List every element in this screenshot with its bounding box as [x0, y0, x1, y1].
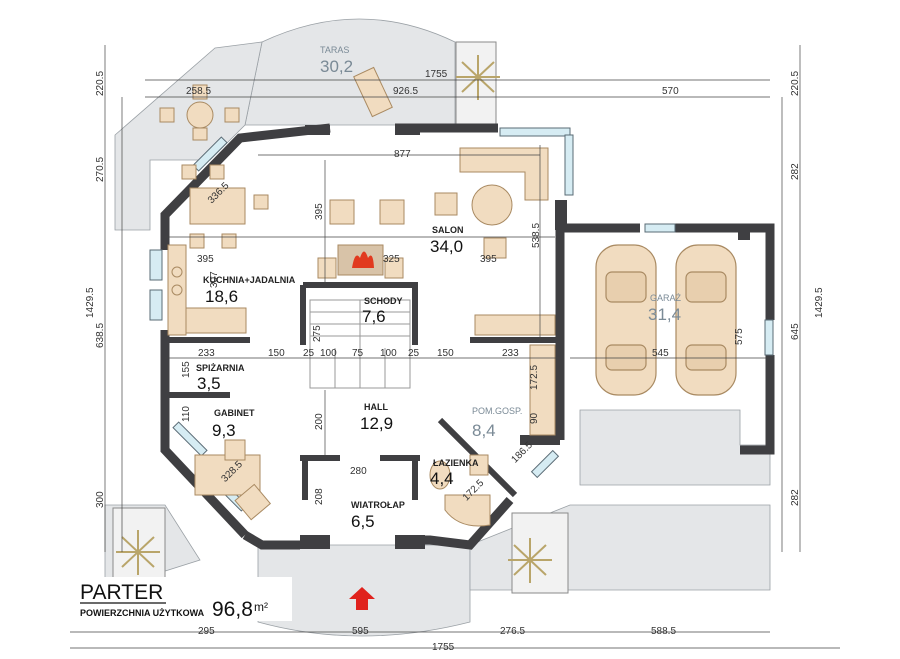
dim-label: 575: [734, 328, 745, 345]
dim-label: 276.5: [500, 626, 525, 637]
dim-label: 538.5: [531, 223, 542, 248]
dim-label: 645: [790, 323, 801, 340]
room-name-lazienka: ŁAZIENKA: [433, 458, 479, 468]
dim-label: 545: [652, 348, 669, 359]
room-area-lazienka: 4,4: [430, 469, 454, 488]
dim-label: 233: [198, 348, 215, 359]
dim-label: 270.5: [95, 157, 106, 182]
dim-label: 172.5: [529, 365, 540, 390]
entrance-arrow-icon: [349, 587, 375, 610]
usable-area-unit: m²: [254, 600, 268, 614]
wall-blocks: [300, 125, 750, 549]
dim-label: 638.5: [95, 323, 106, 348]
fireplace-flame-icon: [352, 251, 374, 268]
room-name-pomgosp: POM.GOSP.: [472, 406, 522, 416]
dim-label: 75: [352, 348, 364, 359]
dim-label: 307: [209, 271, 220, 288]
dim-label: 300: [95, 491, 106, 508]
room-name-wiatrolap: WIATROŁAP: [351, 500, 405, 510]
room-area-spizarnia: 3,5: [197, 374, 221, 393]
dim-label: 926.5: [393, 86, 418, 97]
room-area-hall: 12,9: [360, 414, 393, 433]
dim-label: 275: [312, 325, 323, 342]
plan-title: PARTER: [80, 581, 163, 604]
room-area-pomgosp: 8,4: [472, 421, 496, 440]
room-area-gabinet: 9,3: [212, 421, 236, 440]
dim-label: 570: [662, 86, 679, 97]
stair-treads: [310, 300, 410, 388]
plant-icon: [116, 530, 160, 575]
car-icon: [595, 244, 657, 396]
room-name-garaz: GARAŻ: [650, 293, 682, 303]
plant-icon: [456, 55, 500, 100]
dim-label: 282: [790, 489, 801, 506]
interior-walls: [165, 282, 560, 500]
room-area-wiatrolap: 6,5: [351, 512, 375, 531]
usable-area-value: 96,8: [212, 598, 253, 621]
dim-label: 877: [394, 149, 411, 160]
room-area-schody: 7,6: [362, 307, 386, 326]
dim-label: 233: [502, 348, 519, 359]
title-block-bg: [0, 577, 292, 621]
dim-label: 395: [197, 254, 214, 265]
usable-area-label: POWIERZCHNIA UŻYTKOWA: [80, 608, 205, 618]
plant-icon: [508, 538, 552, 583]
dim-label: 100: [380, 348, 397, 359]
dim-label: 282: [790, 163, 801, 180]
dim-label: 220.5: [95, 71, 106, 96]
dim-label: 1755: [432, 642, 455, 653]
room-name-salon: SALON: [432, 225, 464, 235]
dim-label: 258.5: [186, 86, 211, 97]
room-name-spizarnia: SPIŻARNIA: [196, 363, 245, 373]
dim-label: 1429.5: [814, 287, 825, 318]
dimension-lines: [70, 45, 840, 649]
dim-label: 200: [314, 413, 325, 430]
dim-label: 220.5: [790, 71, 801, 96]
dim-label: 588.5: [651, 626, 676, 637]
dim-label: 1755: [425, 69, 448, 80]
room-area-kuchnia: 18,6: [205, 287, 238, 306]
dim-label: 25: [303, 348, 315, 359]
room-area-taras: 30,2: [320, 57, 353, 76]
room-area-salon: 34,0: [430, 237, 463, 256]
dim-label: 395: [314, 203, 325, 220]
room-name-schody: SCHODY: [364, 296, 403, 306]
dim-label: 295: [198, 626, 215, 637]
dim-label: 325: [383, 254, 400, 265]
room-name-taras: TARAS: [320, 45, 349, 55]
dim-label: 150: [437, 348, 454, 359]
dim-label: 110: [181, 406, 192, 422]
car-icon: [675, 244, 737, 396]
room-area-garaz: 31,4: [648, 305, 681, 324]
dim-label: 150: [268, 348, 285, 359]
dim-label: 155: [181, 361, 192, 378]
dim-label: 25: [408, 348, 420, 359]
room-name-kuchnia: KUCHNIA+JADALNIA: [203, 275, 296, 285]
room-name-hall: HALL: [364, 402, 388, 412]
dim-label: 395: [480, 254, 497, 265]
room-name-gabinet: GABINET: [214, 408, 255, 418]
dim-label: 1429.5: [85, 287, 96, 318]
dim-label: 208: [314, 488, 325, 505]
dim-label: 280: [350, 466, 367, 477]
dim-label: 90: [529, 412, 540, 424]
pergola-posts: [112, 41, 569, 594]
dim-label: 100: [320, 348, 337, 359]
dim-label: 595: [352, 626, 369, 637]
